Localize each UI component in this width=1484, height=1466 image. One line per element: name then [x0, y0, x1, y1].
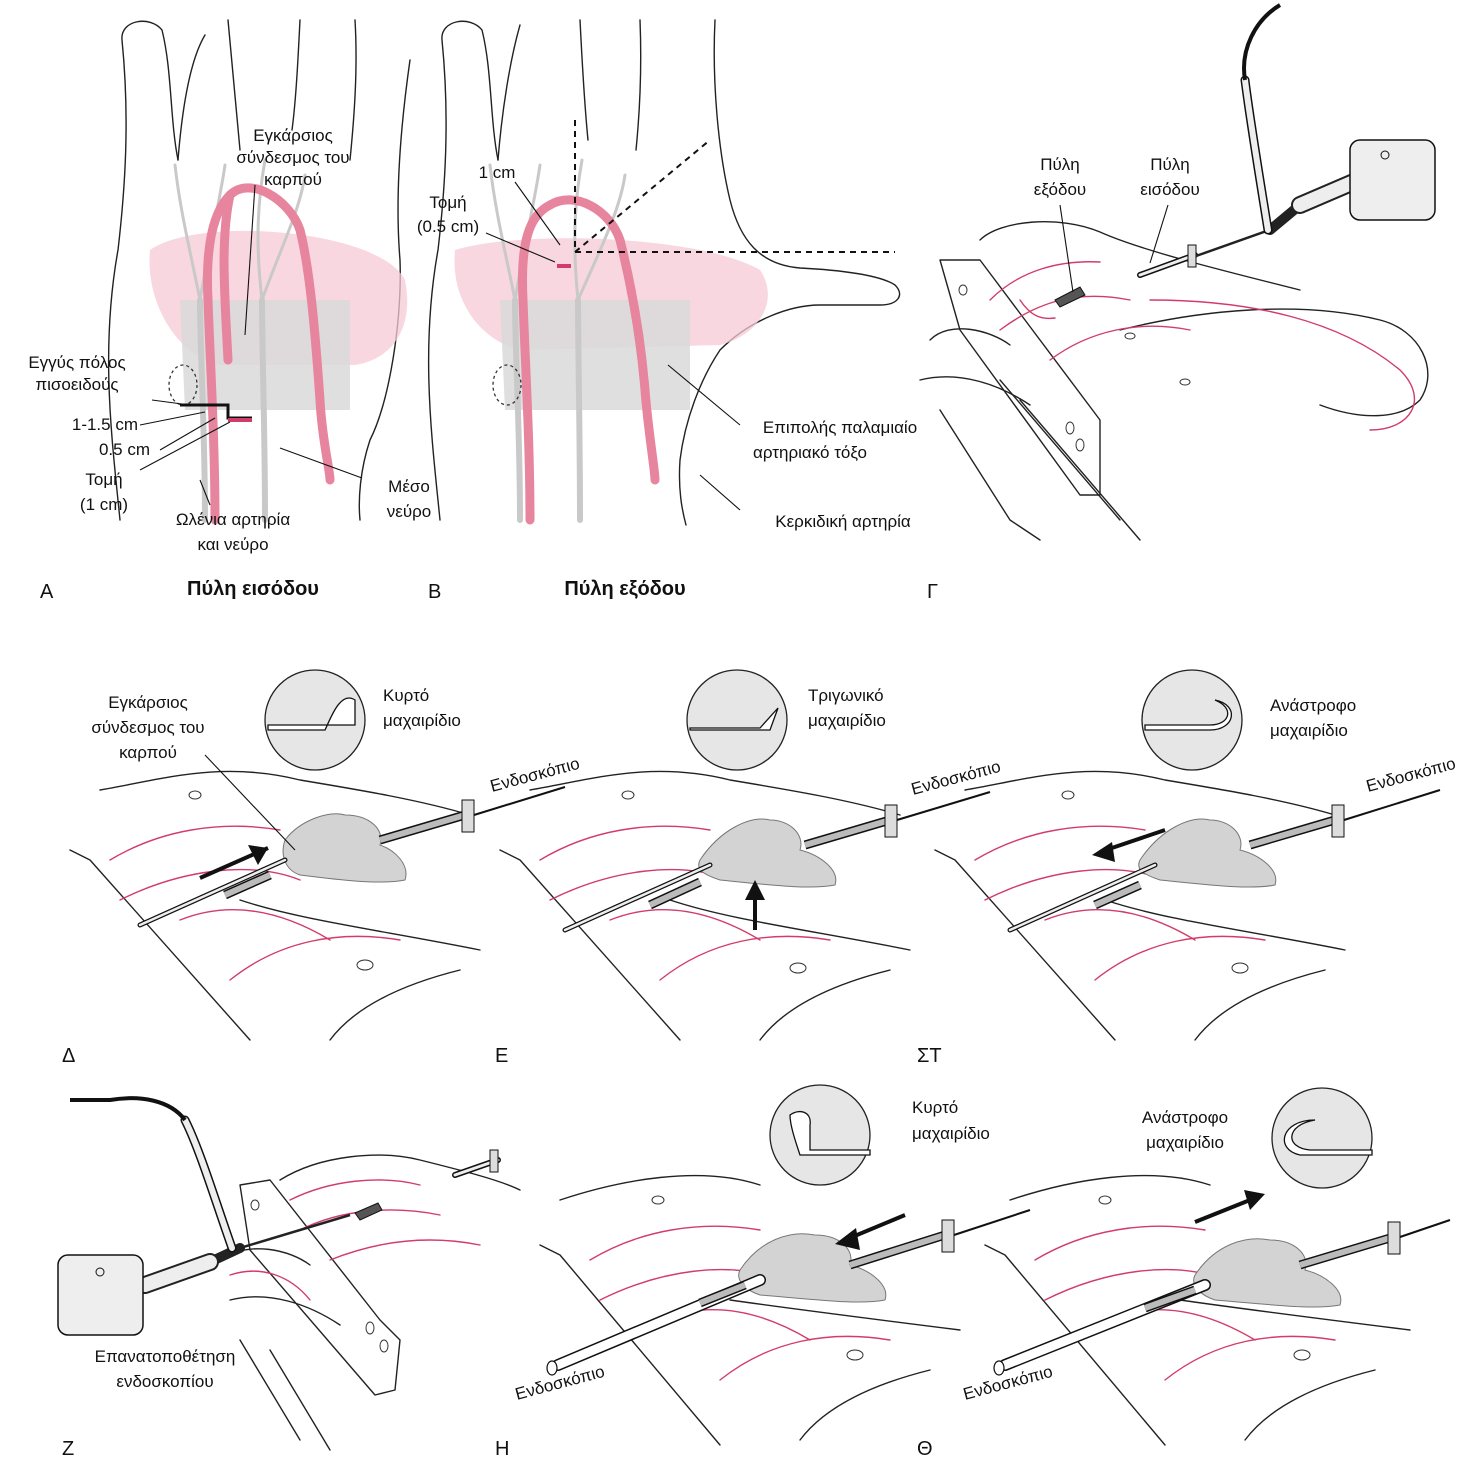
hand-outline-e	[500, 771, 910, 1040]
label-incision-a-1: Τομή	[85, 470, 122, 489]
label-distance-1: 1-1.5 cm	[72, 415, 138, 434]
hand-outline-i	[985, 1176, 1410, 1445]
label-pisiform-2: πισοειδούς	[35, 375, 118, 394]
label-ligament-a-3: καρπού	[264, 170, 322, 189]
label-reposition-2: ενδοσκοπίου	[116, 1372, 213, 1391]
label-knife-h-1: Κυρτό	[912, 1098, 958, 1117]
label-incision-b-1: Τομή	[429, 193, 466, 212]
label-reposition-1: Επανατοποθέτηση	[95, 1347, 236, 1366]
hand-outline-d	[70, 771, 480, 1040]
label-knife-e-1: Τριγωνικό	[808, 686, 884, 705]
panel-letter-h: Η	[495, 1438, 509, 1460]
panel-d: Εγκάρσιος σύνδεσμος του καρπού Κυρτό μαχ…	[62, 670, 582, 1067]
label-median-2: νεύρο	[387, 502, 432, 521]
veins-c	[990, 262, 1414, 430]
ligament-i	[1194, 1239, 1341, 1307]
label-knife-d-1: Κυρτό	[383, 686, 429, 705]
leader-exit-c	[1060, 205, 1073, 292]
caption-exit-portal: Πύλη εξόδου	[564, 578, 685, 600]
label-knife-h-2: μαχαιρίδιο	[912, 1124, 990, 1143]
label-knife-i-2: μαχαιρίδιο	[1146, 1133, 1224, 1152]
label-median-1: Μέσο	[388, 477, 430, 496]
ligament-e	[699, 819, 836, 887]
label-ulnar-1: Ωλένια αρτηρία	[176, 510, 290, 529]
endoscope-c	[1055, 5, 1435, 307]
panel-e: Τριγωνικό μαχαιρίδιο Ενδοσκόπιο Ε	[495, 670, 1003, 1067]
hand-splint-g	[220, 1155, 520, 1450]
panel-letter-a: Α	[40, 581, 54, 603]
label-knife-f-1: Ανάστροφο	[1270, 696, 1356, 715]
label-knife-f-2: μαχαιρίδιο	[1270, 721, 1348, 740]
inset-circle-h	[770, 1085, 870, 1185]
ligament-d	[283, 814, 406, 882]
label-ligament-d-1: Εγκάρσιος	[108, 693, 188, 712]
hand-outline-h	[540, 1176, 960, 1445]
label-ligament-d-3: καρπού	[119, 743, 177, 762]
panel-letter-i: Θ	[917, 1438, 933, 1460]
label-scope-f: Ενδοσκόπιο	[1364, 754, 1458, 796]
panel-a: Εγκάρσιος σύνδεσμος του καρπού Εγγύς πόλ…	[28, 20, 431, 603]
label-exit-portal-c-1: Πύλη	[1040, 155, 1080, 174]
panel-letter-b: Β	[428, 581, 441, 603]
label-one-cm: 1 cm	[479, 163, 516, 182]
label-ligament-d-2: σύνδεσμος του	[91, 718, 204, 737]
label-entry-portal-c-2: εισόδου	[1140, 180, 1200, 199]
panel-c: Πύλη εξόδου Πύλη εισόδου Γ	[920, 5, 1435, 603]
panel-b: 1 cm Τομή (0.5 cm) Επιπολής παλαμιαίο αρ…	[417, 20, 917, 603]
panel-h: Κυρτό μαχαιρίδιο Ενδοσκόπιο Η	[495, 1085, 1030, 1460]
label-exit-portal-c-2: εξόδου	[1034, 180, 1086, 199]
panel-i: Ανάστροφο μαχαιρίδιο Ενδοσκόπιο Θ	[917, 1088, 1450, 1460]
label-ligament-a-2: σύνδεσμος του	[236, 148, 349, 167]
panel-letter-g: Ζ	[62, 1438, 74, 1460]
panel-letter-c: Γ	[927, 581, 938, 603]
label-distance-2: 0.5 cm	[99, 440, 150, 459]
label-knife-i-1: Ανάστροφο	[1142, 1108, 1228, 1127]
label-arch-2: αρτηριακό τόξο	[753, 443, 867, 462]
label-entry-portal-c-1: Πύλη	[1150, 155, 1190, 174]
ligament-f	[1139, 819, 1276, 887]
label-ulnar-2: και νεύρο	[197, 535, 268, 554]
label-radial-artery: Κερκιδική αρτηρία	[775, 512, 911, 531]
hand-splint-c	[920, 222, 1428, 540]
label-incision-b-2: (0.5 cm)	[417, 217, 479, 236]
label-incision-a-2: (1 cm)	[80, 495, 128, 514]
panel-letter-d: Δ	[62, 1045, 75, 1067]
hand-outline-f	[935, 771, 1345, 1040]
panel-letter-f: ΣΤ	[917, 1045, 942, 1067]
ligament-h	[739, 1234, 886, 1302]
panel-letter-e: Ε	[495, 1045, 508, 1067]
label-arch-1: Επιπολής παλαμιαίο	[763, 418, 917, 437]
label-pisiform-1: Εγγύς πόλος	[28, 353, 125, 372]
panel-g: Επανατοποθέτηση ενδοσκοπίου Ζ	[58, 1098, 520, 1460]
label-knife-e-2: μαχαιρίδιο	[808, 711, 886, 730]
panel-f: Ανάστροφο μαχαιρίδιο Ενδοσκόπιο ΣΤ	[917, 670, 1458, 1067]
caption-entry-portal: Πύλη εισόδου	[187, 578, 319, 600]
label-ligament-a-1: Εγκάρσιος	[253, 126, 333, 145]
label-knife-d-2: μαχαιρίδιο	[383, 711, 461, 730]
